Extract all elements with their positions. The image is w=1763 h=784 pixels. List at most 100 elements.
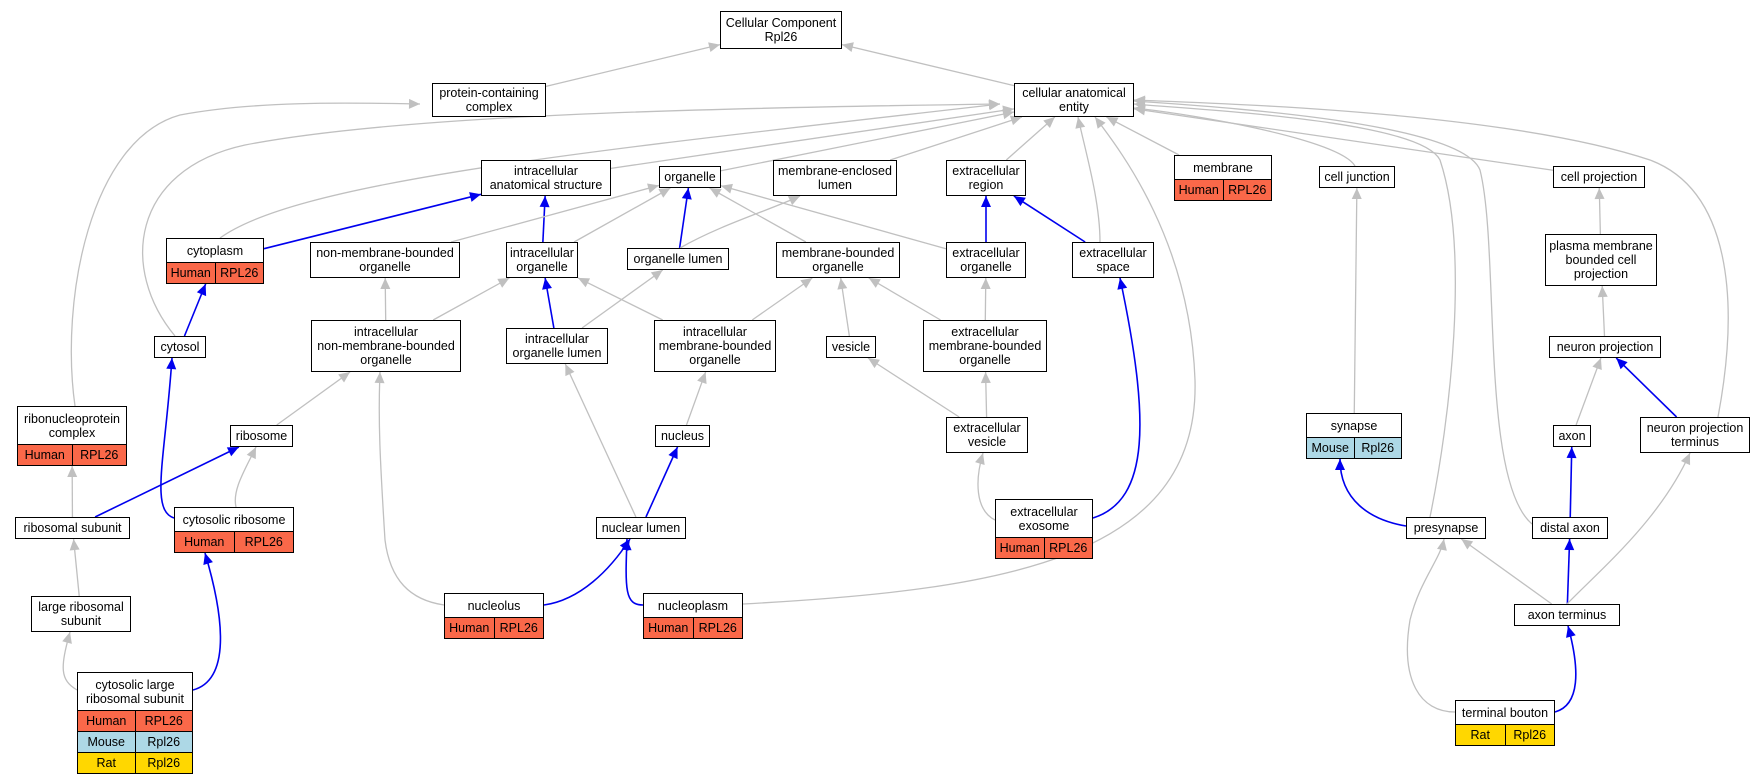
gene-symbol: RPL26: [233, 532, 294, 552]
node-label: extracellular organelle: [952, 246, 1020, 274]
edge-cae-to-root: [841, 43, 1015, 87]
node-npt: neuron projection terminus: [1640, 417, 1750, 453]
node-label: intracellular organelle: [510, 246, 574, 274]
node-root: Cellular Component Rpl26: [720, 11, 842, 49]
edge-mel-to-cae-arrowhead: [1009, 115, 1022, 126]
node-label: ribosome: [235, 429, 288, 443]
edge-rnp-to-pcc-arrowhead: [408, 98, 420, 109]
node-label: organelle lumen: [633, 252, 723, 266]
node-label: intracellular anatomical structure: [489, 164, 603, 192]
node-label: ribonucleoprotein complex: [24, 411, 120, 440]
node-exs: extracellular space: [1072, 242, 1154, 278]
node-ol: organelle lumen: [627, 248, 729, 270]
node-lrs: large ribosomal subunit: [31, 596, 131, 632]
edge-cr-to-cytosol: [160, 357, 175, 519]
gene-symbol: RPL26: [1043, 538, 1093, 558]
node-label: cytoplasm: [186, 243, 244, 258]
node-label: axon terminus: [1527, 608, 1607, 622]
edge-exs-to-cae: [1077, 116, 1101, 243]
node-org: organelle: [659, 166, 721, 188]
species-name: Human: [449, 621, 490, 635]
edge-clrs-to-cr-arrowhead: [203, 553, 213, 565]
edge-clrs-to-cr: [192, 552, 222, 691]
edge-nl-to-iol: [564, 363, 637, 518]
node-nl: nuclear lumen: [596, 517, 686, 539]
edge-exx-to-exv-arrowhead: [975, 453, 985, 465]
edge-cytosol-to-cae-arrowhead: [988, 99, 1000, 110]
edge-pcc-to-root-arrowhead: [708, 42, 720, 53]
edge-nmbo-to-org-arrowhead: [647, 183, 659, 194]
species-name: Human: [86, 714, 127, 728]
edge-exv-to-ves: [867, 357, 960, 418]
edge-embo-to-mbo: [868, 277, 941, 321]
edge-tb-to-pre: [1406, 538, 1456, 713]
edge-io-to-ias-arrowhead: [539, 196, 550, 208]
edge-io-to-org: [573, 187, 671, 243]
edge-rnp-to-pcc: [70, 102, 421, 407]
edge-pre-to-syn: [1339, 458, 1407, 527]
node-label: Cellular Component Rpl26: [725, 16, 837, 44]
node-exo: extracellular organelle: [946, 242, 1026, 278]
edge-exx-to-exs-arrowhead: [1117, 278, 1128, 290]
node-label: large ribosomal subunit: [38, 600, 124, 628]
species-name: Human: [24, 448, 65, 462]
edge-inmbo-to-nmbo-arrowhead: [380, 278, 391, 290]
node-ias: intracellular anatomical structure: [481, 160, 611, 196]
edge-nucleoplasm-to-nl: [625, 538, 644, 606]
edge-ol-to-mel-arrowhead: [787, 196, 800, 206]
edge-exs-to-cae-arrowhead: [1075, 117, 1086, 129]
node-label: membrane-bounded organelle: [781, 246, 895, 274]
edge-imbo-to-io: [577, 277, 663, 321]
edge-exs-to-exr: [1013, 195, 1086, 243]
edge-inmbo-to-io: [432, 277, 510, 321]
node-label: ribosomal subunit: [23, 521, 122, 535]
edge-pre-to-cae: [1133, 103, 1456, 518]
edge-nucleoplasm-to-cae: [742, 116, 1196, 605]
node-pmbcp: plasma membrane bounded cell projection: [1545, 234, 1657, 286]
edge-nucleolus-to-inmbo-arrowhead: [374, 372, 385, 384]
edge-nucleolus-to-nl: [543, 538, 631, 606]
edge-cr-to-ribo-arrowhead: [246, 447, 256, 460]
gene-symbol: RPL26: [1222, 180, 1272, 200]
edge-iol-to-ol-arrowhead: [650, 270, 663, 281]
node-label: intracellular non-membrane-bounded organ…: [317, 325, 455, 367]
species-name: Human: [184, 535, 225, 549]
node-label: nuclear lumen: [601, 521, 681, 535]
edge-rs-to-rnp-arrowhead: [67, 466, 78, 478]
edge-npt-to-cae: [1133, 99, 1729, 418]
species-name: Human: [648, 621, 689, 635]
species-name: Rat: [96, 756, 116, 770]
edge-tb-to-at: [1554, 625, 1577, 713]
species-row: Human RPL26: [175, 531, 293, 552]
edge-cytosol-to-cae: [142, 103, 1001, 337]
edge-da-to-axon: [1569, 446, 1573, 518]
edge-mel-to-cae: [889, 116, 1023, 161]
edge-exo-to-org: [720, 185, 947, 250]
edge-axon-to-np: [1575, 357, 1602, 426]
node-nmbo: non-membrane-bounded organelle: [310, 242, 460, 278]
edge-io-to-org-arrowhead: [658, 188, 671, 198]
node-label: terminal bouton: [1461, 705, 1549, 720]
edge-cyto-to-ias: [263, 193, 482, 250]
edge-iol-to-io-arrowhead: [542, 278, 552, 290]
edge-rs-to-ribo: [94, 446, 240, 518]
node-mbo: membrane-bounded organelle: [776, 242, 900, 278]
edge-ves-to-mbo-arrowhead: [837, 278, 848, 290]
edge-at-to-pre-arrowhead: [1461, 539, 1474, 550]
edge-clrs-to-lrs-arrowhead: [62, 632, 72, 644]
species-name: Human: [1178, 183, 1219, 197]
edge-nl-to-nuc-arrowhead: [668, 447, 678, 460]
node-imbo: intracellular membrane-bounded organelle: [654, 320, 776, 372]
edge-ol-to-mel: [679, 195, 801, 249]
node-rs: ribosomal subunit: [15, 517, 130, 539]
